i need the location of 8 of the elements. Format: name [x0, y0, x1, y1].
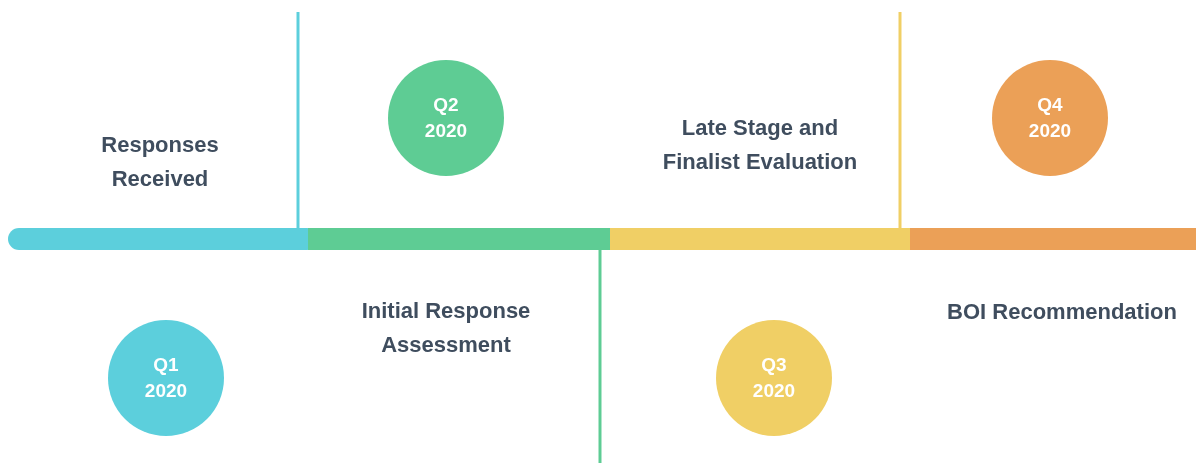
stage-label: Initial Response Assessment: [360, 296, 532, 359]
stage-label: Responses Received: [100, 130, 220, 193]
stage-label: Late Stage and Finalist Evaluation: [661, 113, 859, 176]
quarter-circle: Q4 2020: [992, 60, 1108, 176]
quarter-circle: Q1 2020: [108, 320, 224, 436]
quarter-circle: Q2 2020: [388, 60, 504, 176]
stage-label: BOI Recommendation: [947, 297, 1177, 326]
quarter-circle: Q3 2020: [716, 320, 832, 436]
